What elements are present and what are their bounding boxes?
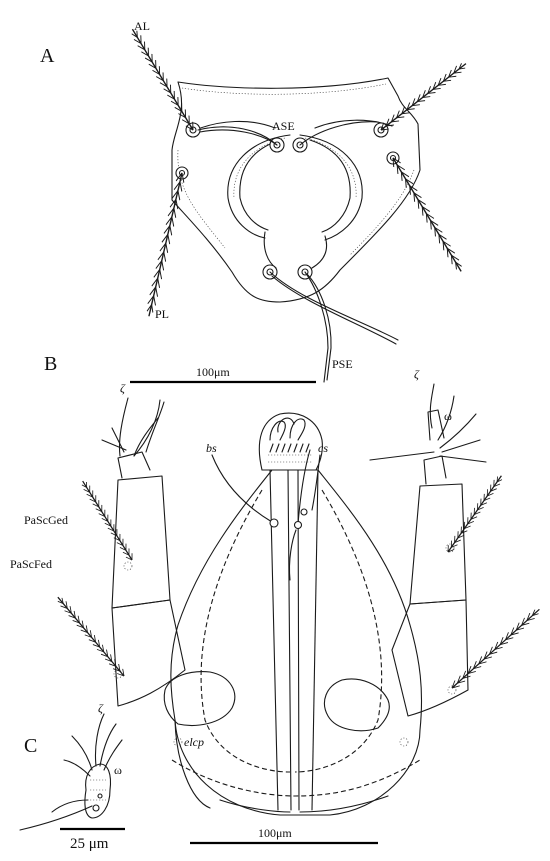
panel-c-letter: C (24, 735, 37, 757)
subcapitulum (170, 469, 423, 816)
insertion-rings (175, 122, 400, 280)
palp-left (54, 397, 236, 726)
seta-pl-left (143, 171, 187, 319)
seta-al-left (128, 26, 198, 133)
seta-bs (211, 454, 273, 523)
panel-a: A (40, 19, 470, 384)
label-bs: bs (206, 441, 217, 455)
label-al: AL (134, 19, 150, 33)
prodorsal-shield (171, 77, 421, 303)
label-zeta-c: ζ (98, 701, 104, 715)
seta-al-right (377, 59, 470, 134)
cheliceral-tips (258, 412, 323, 471)
label-pascged: PaScGed (24, 513, 68, 527)
label-pascfed: PaScFed (10, 557, 52, 571)
panel-c: C ζ ω 25 μm (19, 701, 125, 852)
label-pse: PSE (332, 357, 353, 371)
label-zeta-left: ζ (120, 381, 126, 395)
label-omega-right: ω (444, 409, 452, 423)
label-zeta-right: ζ (414, 367, 420, 381)
label-ase: ASE (272, 119, 295, 133)
seta-cs (311, 454, 321, 511)
label-pl: PL (155, 307, 169, 321)
seta-pl-right (388, 155, 466, 275)
scale-bar-b-label: 100μm (258, 826, 292, 840)
label-cs: cs (318, 441, 328, 455)
scale-bar-a-label: 100μm (196, 365, 230, 379)
label-elcp: elcp (184, 735, 204, 749)
panel-a-letter: A (40, 45, 55, 67)
panel-b-letter: B (44, 353, 57, 375)
label-omega-c: ω (114, 763, 122, 777)
seta-ase-left (197, 126, 278, 146)
seta-pse (304, 271, 329, 383)
scale-bar-c-label: 25 μm (70, 836, 109, 852)
seta-ase-right (299, 121, 379, 146)
panel-b: B bs cs (10, 353, 543, 845)
palp-right (324, 383, 543, 732)
